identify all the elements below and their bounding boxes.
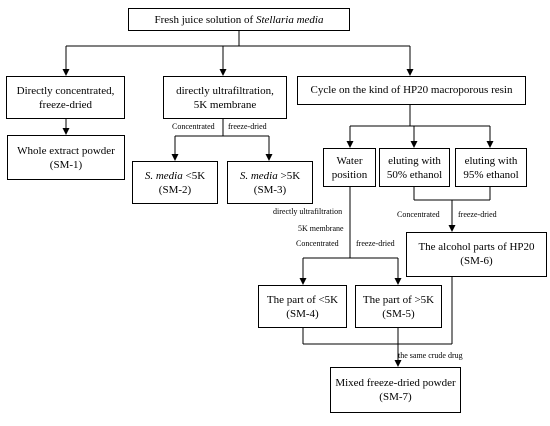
arrow-to-sm4-arrowhead bbox=[299, 278, 307, 285]
sm7-line1: Mixed freeze-dried powder bbox=[335, 377, 456, 389]
arrow-to-sm3-arrowhead bbox=[265, 154, 273, 161]
sm2-line1: S. media <5K bbox=[133, 169, 217, 183]
fresh-juice-text: Fresh juice solution of Stellaria media bbox=[129, 13, 349, 27]
label-ultrafiltration-line1: directly ultrafiltration bbox=[273, 207, 343, 216]
directly-concentrated-line1: Directly concentrated, bbox=[16, 85, 115, 97]
box-sm1: Whole extract powder (SM-1) bbox=[7, 135, 125, 180]
sm4-line2: (SM-4) bbox=[286, 308, 319, 320]
box-cycle-hp20: Cycle on the kind of HP20 macroporous re… bbox=[297, 76, 526, 105]
sm2-line2: (SM-2) bbox=[158, 184, 192, 196]
directly-ultrafiltration-line2: 5K membrane bbox=[193, 99, 257, 111]
box-sm7: Mixed freeze-dried powder (SM-7) bbox=[330, 367, 461, 413]
sm2-size: <5K bbox=[182, 170, 206, 182]
water-line2: position bbox=[331, 169, 368, 181]
sm2-species: S. media bbox=[144, 170, 183, 182]
ethanol-95-line1: eluting with bbox=[464, 155, 518, 167]
label-same-crude-drug: the same crude drug bbox=[398, 351, 463, 360]
sm3-species: S. media bbox=[239, 170, 278, 182]
directly-concentrated-line2: freeze-dried bbox=[38, 99, 93, 111]
sm1-line2: (SM-1) bbox=[49, 159, 83, 171]
box-water-position: Water position bbox=[323, 148, 376, 187]
sm3-size: >5K bbox=[277, 170, 301, 182]
arrow-to-direct-conc-arrowhead bbox=[62, 69, 70, 76]
label-concentrated-b: Concentrated bbox=[397, 210, 440, 219]
label-freeze-dried-c: freeze-dried bbox=[356, 239, 395, 248]
arrow-to-hp20-arrowhead bbox=[406, 69, 414, 76]
arrow-to-sm1-arrowhead bbox=[62, 128, 70, 135]
sm5-line1: The part of >5K bbox=[362, 294, 435, 306]
arrow-to-sm6-arrowhead bbox=[448, 225, 456, 232]
ethanol-50-line1: eluting with bbox=[388, 155, 441, 167]
box-sm3: S. media >5K (SM-3) bbox=[227, 161, 313, 204]
arrow-to-sm5-arrowhead bbox=[394, 278, 402, 285]
sm1-line1: Whole extract powder bbox=[17, 145, 115, 157]
cycle-hp20-text: Cycle on the kind of HP20 macroporous re… bbox=[310, 84, 513, 96]
arrow-to-direct-uf-arrowhead bbox=[219, 69, 227, 76]
sm3-line2: (SM-3) bbox=[253, 184, 287, 196]
box-directly-ultrafiltration: directly ultrafiltration, 5K membrane bbox=[163, 76, 287, 119]
arrow-to-eth95-arrowhead bbox=[486, 141, 494, 148]
arrow-to-eth50-arrowhead bbox=[410, 141, 418, 148]
arrow-to-sm2-arrowhead bbox=[171, 154, 179, 161]
label-concentrated-c: Concentrated bbox=[296, 239, 339, 248]
water-line1: Water bbox=[336, 155, 363, 167]
label-concentrated-a: Concentrated bbox=[172, 122, 215, 131]
sm6-line1: The alcohol parts of HP20 bbox=[418, 241, 535, 253]
sm7-line2: (SM-7) bbox=[379, 391, 412, 403]
box-fresh-juice: Fresh juice solution of Stellaria media bbox=[128, 8, 350, 31]
ethanol-50-line2: 50% ethanol bbox=[386, 169, 443, 181]
arrow-to-water-arrowhead bbox=[346, 141, 354, 148]
sm4-line1: The part of <5K bbox=[266, 294, 339, 306]
box-sm4: The part of <5K (SM-4) bbox=[258, 285, 347, 328]
label-ultrafiltration-line2: 5K membrane bbox=[298, 224, 344, 233]
box-sm2: S. media <5K (SM-2) bbox=[132, 161, 218, 204]
box-sm5: The part of >5K (SM-5) bbox=[355, 285, 442, 328]
arrow-to-sm7-arrowhead bbox=[394, 360, 402, 367]
box-directly-concentrated: Directly concentrated, freeze-dried bbox=[6, 76, 125, 119]
directly-ultrafiltration-line1: directly ultrafiltration, bbox=[176, 85, 274, 97]
sm6-line2: (SM-6) bbox=[460, 255, 493, 267]
box-ethanol-95: eluting with 95% ethanol bbox=[455, 148, 527, 187]
label-freeze-dried-b: freeze-dried bbox=[458, 210, 497, 219]
box-sm6: The alcohol parts of HP20 (SM-6) bbox=[406, 232, 547, 277]
sm3-line1: S. media >5K bbox=[228, 169, 312, 183]
box-ethanol-50: eluting with 50% ethanol bbox=[379, 148, 450, 187]
fresh-juice-prefix: Fresh juice solution of bbox=[154, 14, 256, 26]
fresh-juice-species: Stellaria media bbox=[255, 14, 324, 26]
ethanol-95-line2: 95% ethanol bbox=[463, 169, 519, 181]
label-freeze-dried-a: freeze-dried bbox=[228, 122, 267, 131]
sm5-line2: (SM-5) bbox=[382, 308, 415, 320]
